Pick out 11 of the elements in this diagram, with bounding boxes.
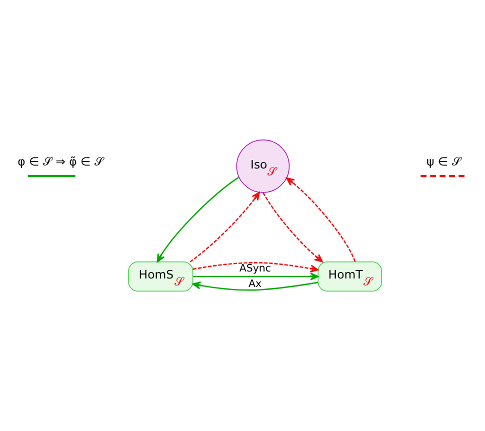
edge-label: Ax [248, 278, 262, 290]
arrow [262, 192, 323, 262]
legend-label: φ ∈ 𝒮 ⇒ φ̃ ∈ 𝒮 [18, 154, 104, 168]
arrow [192, 281, 318, 291]
legend-label: ψ ∈ 𝒮 [426, 154, 461, 168]
edge-label: ASync [239, 264, 272, 275]
arrow [192, 262, 319, 272]
arrow [286, 177, 356, 262]
arrow [190, 192, 260, 262]
arrow [156, 176, 240, 262]
arrow [193, 272, 319, 280]
